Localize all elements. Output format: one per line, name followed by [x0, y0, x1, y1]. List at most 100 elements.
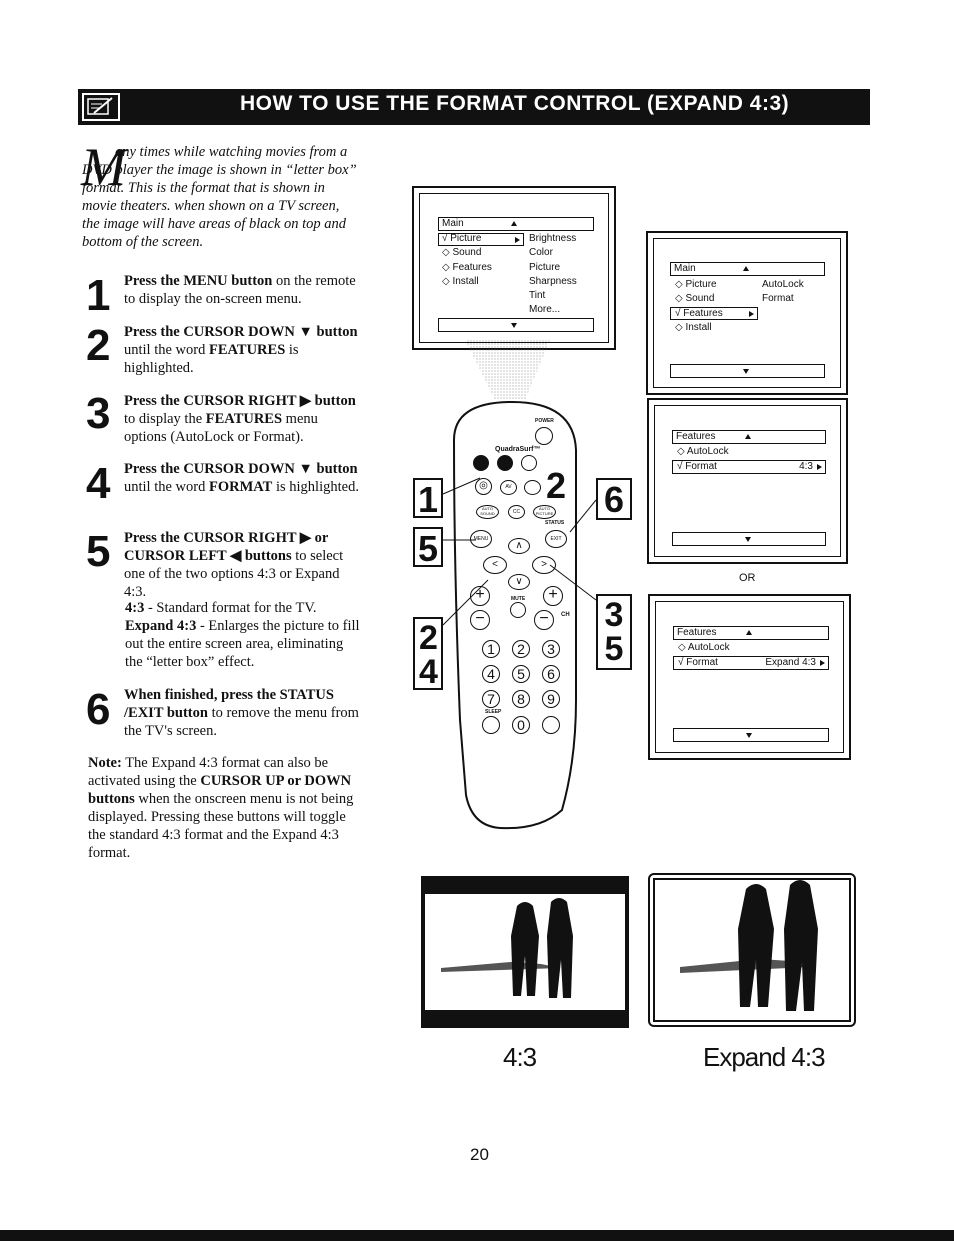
menu-bottom-bar: [438, 318, 594, 332]
or-label: OR: [739, 572, 756, 584]
menu-list: ◇ AutoLock: [677, 445, 729, 459]
menu-item: √ Format: [678, 657, 718, 668]
arrow-up-icon: [745, 434, 751, 439]
digit-button[interactable]: 5: [512, 665, 530, 683]
menu-item: ◇ Features: [442, 261, 492, 273]
digit-button[interactable]: 8: [512, 690, 530, 708]
letterbox-43-image: [421, 876, 629, 1028]
channel-down-button[interactable]: −: [534, 610, 554, 630]
cursor-up-button[interactable]: ∧: [508, 538, 530, 554]
quadrasurf-button[interactable]: [521, 455, 537, 471]
callout-step: 2: [545, 465, 567, 506]
tv-screen-features-expand: Features ◇ AutoLock √ Format Expand 4:3: [648, 594, 851, 760]
volume-up-button[interactable]: +: [470, 586, 490, 606]
arrow-right-icon: [820, 660, 825, 666]
arrow-down-icon: [745, 537, 751, 542]
menu-item: √ Picture: [442, 233, 482, 244]
step-number: 4: [86, 459, 111, 508]
intro-paragraph: any times while watching movies from a D…: [82, 144, 357, 250]
digit-button[interactable]: 3: [542, 640, 560, 658]
menu-bottom-bar: [672, 532, 826, 546]
av-button[interactable]: AV: [500, 480, 517, 495]
step-text: Press the CURSOR RIGHT ▶ or CURSOR LEFT …: [124, 529, 359, 601]
menu-highlight: √ Format 4:3: [672, 460, 826, 474]
menu-highlight: [670, 307, 758, 320]
note-paragraph: Note: The Expand 4:3 format can also be …: [88, 754, 360, 862]
quadrasurf-button[interactable]: [473, 455, 489, 471]
exit-button[interactable]: EXIT: [545, 530, 567, 548]
auto-sound-button[interactable]: AUTO SOUND: [476, 505, 499, 519]
menu-item: ◇ AutoLock: [678, 642, 730, 653]
digit-button[interactable]: 9: [542, 690, 560, 708]
ch-label: CH: [561, 612, 570, 618]
mute-button[interactable]: [510, 602, 526, 618]
auto-picture-button[interactable]: AUTO PICTURE: [533, 505, 556, 519]
arrow-right-icon: [817, 464, 822, 470]
format-value: Expand 4:3: [765, 657, 816, 668]
arrow-up-icon: [511, 221, 517, 226]
cc-button[interactable]: CC: [508, 505, 525, 519]
step-bold2: FEATURES: [208, 342, 286, 358]
menu-title: Main: [442, 218, 464, 229]
step5-detail: 4:3 - Standard format for the TV.Expand …: [125, 599, 360, 671]
cursor-right-button[interactable]: >: [532, 556, 556, 574]
menu-item: Tint: [529, 290, 546, 302]
step-number: 2: [86, 321, 111, 370]
callout-step: 5: [413, 527, 443, 569]
menu-item: More...: [529, 304, 561, 316]
tv-screen-main-features: Main ◇ Picture ◇ Sound √ Features ◇ Inst…: [646, 231, 848, 395]
caption-43: 4:3: [503, 1042, 537, 1072]
digit-button[interactable]: 6: [542, 665, 560, 683]
step-rest: on the remote to display the on-screen m…: [124, 273, 356, 307]
cursor-left-button[interactable]: <: [483, 556, 507, 574]
callout-step: 2 4: [413, 617, 443, 690]
digit-button[interactable]: 7: [482, 690, 500, 708]
expand-43-image: [648, 873, 856, 1027]
volume-down-button[interactable]: −: [470, 610, 490, 630]
step-bold: Press the CURSOR DOWN ▼ button: [124, 324, 358, 340]
menu-item: ◇ Sound: [675, 293, 715, 305]
channel-up-button[interactable]: +: [543, 586, 563, 606]
digit-button[interactable]: 0: [512, 716, 530, 734]
step-rest: until the word: [124, 479, 209, 495]
digit-button[interactable]: 2: [512, 640, 530, 658]
step-text: Press the CURSOR RIGHT ▶ button to displ…: [124, 392, 359, 446]
extra-button[interactable]: [542, 716, 560, 734]
tv-screen-main-menu: Main √ Picture ◇ Sound ◇ Features ◇ Inst…: [412, 186, 616, 350]
step-bold: Press the MENU button: [124, 273, 273, 289]
menu-item: Brightness: [529, 233, 577, 244]
menu-right-list: Brightness Color Picture Sharpness Tint …: [529, 232, 577, 318]
step-rest2: is highlighted.: [124, 342, 299, 376]
arrow-up-icon: [743, 266, 749, 271]
menu-item: Sharpness: [529, 275, 577, 287]
menu-item: ◇ AutoLock: [677, 446, 729, 457]
step-number: 6: [86, 685, 111, 734]
quadrasurf-button[interactable]: [497, 455, 513, 471]
digit-button[interactable]: 1: [482, 640, 500, 658]
power-button[interactable]: [535, 427, 553, 445]
caption-expand: Expand 4:3: [703, 1042, 826, 1072]
page-title: HOW TO USE THE FORMAT CONTROL (EXPAND 4:…: [240, 92, 790, 115]
step-bold: Press the CURSOR DOWN ▼ button: [124, 461, 358, 477]
step-bold: When finished, press the STATUS /EXIT bu…: [124, 687, 334, 721]
callout-step: 3 5: [596, 594, 632, 670]
menu-item: √ Format: [677, 461, 717, 472]
arrow-right-icon: [515, 237, 520, 243]
arrow-down-icon: [743, 369, 749, 374]
sleep-button[interactable]: [482, 716, 500, 734]
menu-title-bar: Main: [670, 262, 825, 276]
arrow-right-icon: [749, 311, 754, 317]
digit-button[interactable]: 4: [482, 665, 500, 683]
cursor-down-button[interactable]: ∨: [508, 574, 530, 590]
menu-right-list: AutoLock Format: [762, 278, 804, 307]
smart-button[interactable]: ◎: [475, 478, 492, 495]
menu-item: ◇ Sound: [442, 247, 482, 259]
menu-button[interactable]: MENU: [470, 530, 492, 548]
step-text: Press the CURSOR DOWN ▼ button until the…: [124, 323, 359, 377]
callout-step: 6: [596, 478, 632, 520]
note-label: Note:: [88, 755, 122, 771]
note-text: when the onscreen menu is not being disp…: [88, 791, 354, 861]
step-rest: until the word: [124, 342, 209, 358]
auto-picture-top-button[interactable]: [524, 480, 541, 495]
menu-item: Format: [762, 293, 794, 305]
